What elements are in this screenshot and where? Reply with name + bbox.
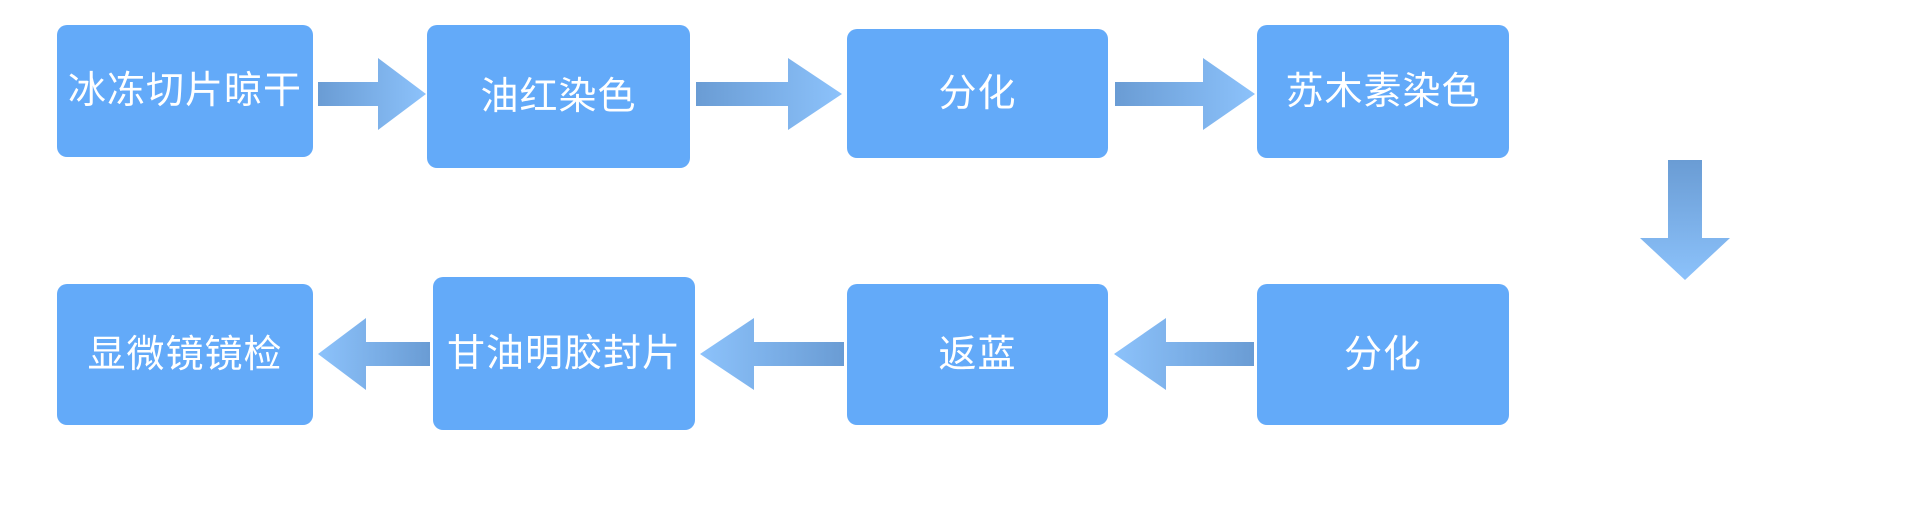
- node-label: 分化: [938, 70, 1017, 115]
- arrow-right-differentiation-to-hematoxylin: [1115, 58, 1255, 130]
- arrow-right-frozen-to-oilred: [318, 58, 426, 130]
- arrow-left-differentiation-to-bluing: [1114, 318, 1254, 390]
- process-node-bluing[interactable]: 返蓝: [847, 284, 1108, 425]
- process-node-differentiation-bottom[interactable]: 分化: [1257, 284, 1509, 425]
- node-label: 油红染色: [480, 73, 637, 118]
- arrow-right-oilred-to-differentiation: [696, 58, 842, 130]
- process-node-oil-red-staining[interactable]: 油红染色: [427, 25, 690, 168]
- node-label: 冰冻切片晾干: [67, 68, 302, 113]
- arrow-down-hematoxylin-to-differentiation: [1640, 160, 1730, 280]
- arrow-left-mounting-to-microscopy: [318, 318, 430, 390]
- process-node-glycerol-gelatin-mounting[interactable]: 甘油明胶封片: [433, 277, 695, 430]
- process-node-hematoxylin-staining[interactable]: 苏木素染色: [1257, 25, 1509, 158]
- node-label: 甘油明胶封片: [446, 330, 681, 375]
- process-node-frozen-section-dry[interactable]: 冰冻切片晾干: [57, 25, 313, 157]
- node-label: 显微镜镜检: [87, 331, 283, 376]
- process-node-differentiation-top[interactable]: 分化: [847, 29, 1108, 158]
- node-label: 返蓝: [938, 331, 1017, 376]
- process-node-microscopic-examination[interactable]: 显微镜镜检: [57, 284, 313, 425]
- node-label: 苏木素染色: [1285, 68, 1481, 113]
- arrow-left-bluing-to-mounting: [700, 318, 844, 390]
- node-label: 分化: [1343, 331, 1422, 376]
